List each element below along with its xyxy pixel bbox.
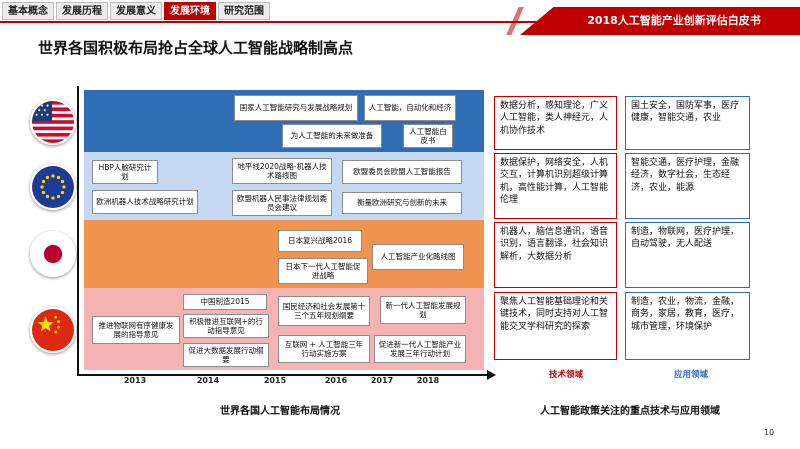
y-axis <box>77 86 79 376</box>
app-cell: 国土安全，国防军事，医疗健康，智能交通，农业 <box>625 96 750 150</box>
x-axis-arrow <box>487 370 496 380</box>
policy-box: 促进大数据发展行动纲要 <box>183 343 269 367</box>
tab-environment[interactable]: 发展环境 <box>164 2 216 20</box>
page-title: 世界各国积极布局抢占全球人工智能战略制高点 <box>38 39 354 57</box>
year-label: 2013 <box>123 376 147 385</box>
policy-box: 地平线2020战略-机器人技术路线图 <box>232 158 332 184</box>
policy-box: 欧盟委员会欧盟人工智能报告 <box>342 160 462 184</box>
japan-flag-icon <box>30 231 76 277</box>
timeline-caption: 世界各国人工智能布局情况 <box>220 406 340 417</box>
tab-basic-concept[interactable]: 基本概念 <box>2 2 54 20</box>
tech-column-label: 技术领域 <box>549 370 584 380</box>
year-label: 2015 <box>263 376 287 385</box>
year-label: 2016 <box>324 376 348 385</box>
policy-box: 为人工智能的未来做准备 <box>282 124 382 148</box>
policy-box: HBP人脑研究计划 <box>92 160 158 184</box>
policy-box: 互联网 + 人工智能三年行动实施方案 <box>278 335 370 363</box>
policy-box: 人工智能白皮书 <box>403 124 453 148</box>
policy-box: 积极推进互联网+的行动指导意见 <box>183 314 269 338</box>
app-cell: 制造，农业，物流，金融，商务，家居，教育，医疗，城市管理，环境保护 <box>625 292 750 360</box>
report-title: 2018人工智能产业创新评估白皮书 <box>520 7 800 35</box>
page-number: 10 <box>764 428 775 437</box>
policy-box: 国家人工智能研究与发展战略规划 <box>234 95 358 121</box>
policy-box: 促进新一代人工智能产业发展三年行动计划 <box>374 335 466 363</box>
policy-box: 新一代人工智能发展规划 <box>380 296 466 324</box>
policy-box: 日本复兴战略2016 <box>278 230 362 252</box>
usa-flag-icon <box>30 99 76 145</box>
tab-scope[interactable]: 研究范围 <box>218 2 270 20</box>
policy-box: 人工智能，自动化和经济 <box>364 95 456 121</box>
app-cell: 制造，物联网，医疗护理，自动驾驶，无人配送 <box>625 222 750 288</box>
policy-box: 人工智能产业化路线图 <box>372 244 464 270</box>
tech-cell: 数据分析，感知理论，广义人工智能，类人神经元，人机协作技术 <box>494 96 617 150</box>
policy-box: 中国制造2015 <box>183 294 267 310</box>
eu-flag-icon <box>30 164 76 210</box>
policy-box: 国民经济和社会发展第十三个五年规划纲要 <box>278 296 370 326</box>
app-cell: 智能交通，医疗护理，金融经济，数字社会，生态经济，农业，能源 <box>625 153 750 219</box>
tab-significance[interactable]: 发展意义 <box>110 2 162 20</box>
x-axis <box>77 374 489 376</box>
header-divider <box>0 21 800 23</box>
tab-history[interactable]: 发展历程 <box>56 2 108 20</box>
year-label: 2014 <box>196 376 220 385</box>
app-column-label: 应用领域 <box>674 370 709 380</box>
tech-cell: 聚焦人工智能基础理论和关键技术，同时支持对人工智能交叉学科研究的探索 <box>494 292 617 360</box>
top-nav: 基本概念 发展历程 发展意义 发展环境 研究范围 <box>2 2 272 20</box>
policy-box: 日本下一代人工智能促进战略 <box>278 258 368 284</box>
policy-box: 欧洲机器人技术战略研究计划 <box>92 190 198 214</box>
china-flag-icon <box>30 307 76 353</box>
policy-box: 推进物联网有序健康发展的指导意见 <box>92 316 180 344</box>
tech-cell: 机器人，脑信息通讯，语音识别，语言翻译，社会知识解析，大数据分析 <box>494 222 617 288</box>
focus-caption: 人工智能政策关注的重点技术与应用领域 <box>540 406 720 417</box>
tech-cell: 数据保护，网络安全，人机交互，计算机识别超级计算机，高性能计算，人工智能伦理 <box>494 153 617 219</box>
year-label: 2017 <box>370 376 394 385</box>
policy-box: 欧盟机器人民事法律规划委员会建议 <box>232 190 332 216</box>
year-label: 2018 <box>416 376 440 385</box>
policy-box: 衡量欧洲研究与创新的未来 <box>342 192 462 214</box>
